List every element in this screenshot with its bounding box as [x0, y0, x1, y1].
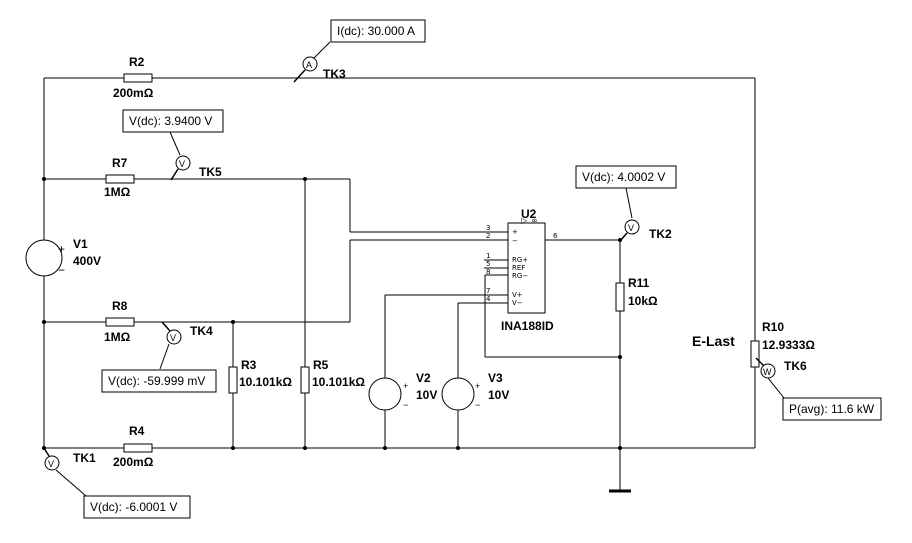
r10-value: 12.9333Ω: [762, 338, 815, 352]
voltage-source-v3[interactable]: + − V3 10V: [441, 371, 509, 411]
resistor-r2[interactable]: R2 200mΩ: [113, 55, 154, 100]
pin-vminus-label: V−: [512, 299, 523, 307]
r5-ref: R5: [313, 358, 329, 372]
probe-tk1-reading: V(dc): -6.0001 V: [90, 500, 177, 514]
pin-ref-label: REF: [512, 264, 525, 272]
probe-tk3[interactable]: I(dc): 30.000 A A TK3: [293, 19, 426, 83]
infinity-icon: ∞: [531, 216, 538, 225]
pin-minus-label: −: [512, 237, 518, 245]
r10-ref: R10: [762, 320, 784, 334]
pin-vplus-label: V+: [512, 291, 523, 299]
resistor-r5[interactable]: R5 10.101kΩ: [300, 358, 365, 394]
r7-ref: R7: [112, 156, 128, 170]
voltmeter-icon: V: [628, 223, 634, 233]
voltmeter-icon: V: [170, 333, 176, 343]
r4-ref: R4: [129, 424, 145, 438]
r4-value: 200mΩ: [113, 455, 154, 469]
resistor-r11[interactable]: R11 10kΩ: [615, 276, 658, 312]
v3-value: 10V: [488, 388, 509, 402]
v3-minus: −: [475, 400, 480, 410]
voltmeter-icon: V: [48, 459, 54, 469]
resistor-r8[interactable]: R8 1MΩ: [104, 299, 135, 344]
probe-tk6-reading: P(avg): 11.6 kW: [789, 402, 875, 416]
r11-ref: R11: [628, 276, 650, 290]
wires: [43, 77, 756, 490]
pin-2: 2: [486, 232, 490, 240]
v2-minus: −: [403, 400, 408, 410]
wattmeter-icon: W: [763, 367, 772, 377]
probe-tk5-name: TK5: [199, 165, 222, 179]
pin-7: 7: [486, 287, 490, 295]
r11-value: 10kΩ: [628, 294, 658, 308]
v1-ref: V1: [73, 237, 88, 251]
pin-rg-plus-label: RG+: [512, 256, 528, 264]
u2-part: INA188ID: [501, 319, 554, 333]
probe-tk1[interactable]: V TK1 V(dc): -6.0001 V: [43, 447, 191, 519]
resistor-r4[interactable]: R4 200mΩ: [113, 424, 154, 469]
pin-rg-minus-label: RG−: [512, 272, 528, 280]
r7-value: 1MΩ: [104, 185, 131, 199]
probe-tk3-reading: I(dc): 30.000 A: [337, 24, 415, 38]
probe-tk4-reading: V(dc): -59.999 mV: [108, 374, 205, 388]
opamp-triangle-icon: ▷: [521, 216, 528, 225]
v2-value: 10V: [416, 388, 437, 402]
v2-ref: V2: [416, 371, 431, 385]
v1-plus: +: [58, 242, 65, 256]
r2-ref: R2: [129, 55, 145, 69]
v3-plus: +: [475, 381, 480, 391]
probe-tk6-name: TK6: [784, 359, 807, 373]
ammeter-icon: A: [306, 60, 312, 70]
v3-ref: V3: [488, 371, 503, 385]
probe-tk2[interactable]: V(dc): 4.0002 V V TK2: [575, 165, 677, 242]
r3-ref: R3: [241, 358, 257, 372]
pin-8: 8: [486, 268, 490, 276]
pin-plus-label: +: [512, 228, 518, 236]
probe-tk4[interactable]: V TK4 V(dc): -59.999 mV: [101, 321, 217, 393]
r2-value: 200mΩ: [113, 86, 154, 100]
probe-tk4-name: TK4: [190, 324, 213, 338]
probe-tk6[interactable]: W TK6 P(avg): 11.6 kW: [755, 357, 882, 421]
u2-ref: U2: [521, 207, 537, 221]
probe-tk3-name: TK3: [323, 67, 346, 81]
voltage-source-v2[interactable]: + − V2 10V: [368, 371, 437, 411]
v1-value: 400V: [73, 254, 101, 268]
probe-tk2-name: TK2: [649, 227, 672, 241]
probe-tk5[interactable]: V(dc): 3.9400 V V TK5: [122, 109, 224, 181]
r8-value: 1MΩ: [104, 330, 131, 344]
probe-tk5-reading: V(dc): 3.9400 V: [129, 114, 212, 128]
resistor-r3[interactable]: R3 10.101kΩ: [228, 358, 292, 394]
probe-tk1-name: TK1: [73, 451, 96, 465]
voltmeter-icon: V: [179, 159, 185, 169]
pin-3: 3: [486, 224, 490, 232]
voltage-source-v1[interactable]: + − V1 400V: [25, 237, 101, 277]
pin-5: 5: [486, 260, 490, 268]
pin-1: 1: [486, 252, 490, 260]
resistor-r7[interactable]: R7 1MΩ: [104, 156, 135, 199]
v1-minus: −: [58, 263, 65, 277]
pin-4: 4: [486, 295, 491, 303]
resistor-r10[interactable]: R10 12.9333Ω: [750, 320, 815, 368]
r8-ref: R8: [112, 299, 128, 313]
load-label: E-Last: [692, 333, 735, 349]
amplifier-u2[interactable]: U2 INA188ID ▷ ∞ 3 2 1 5 8 7 4 6 + − RG+ …: [486, 207, 558, 333]
v2-plus: +: [403, 381, 408, 391]
r3-value: 10.101kΩ: [239, 375, 292, 389]
r5-value: 10.101kΩ: [312, 375, 365, 389]
probe-tk2-reading: V(dc): 4.0002 V: [582, 170, 665, 184]
pin-6: 6: [553, 232, 558, 240]
